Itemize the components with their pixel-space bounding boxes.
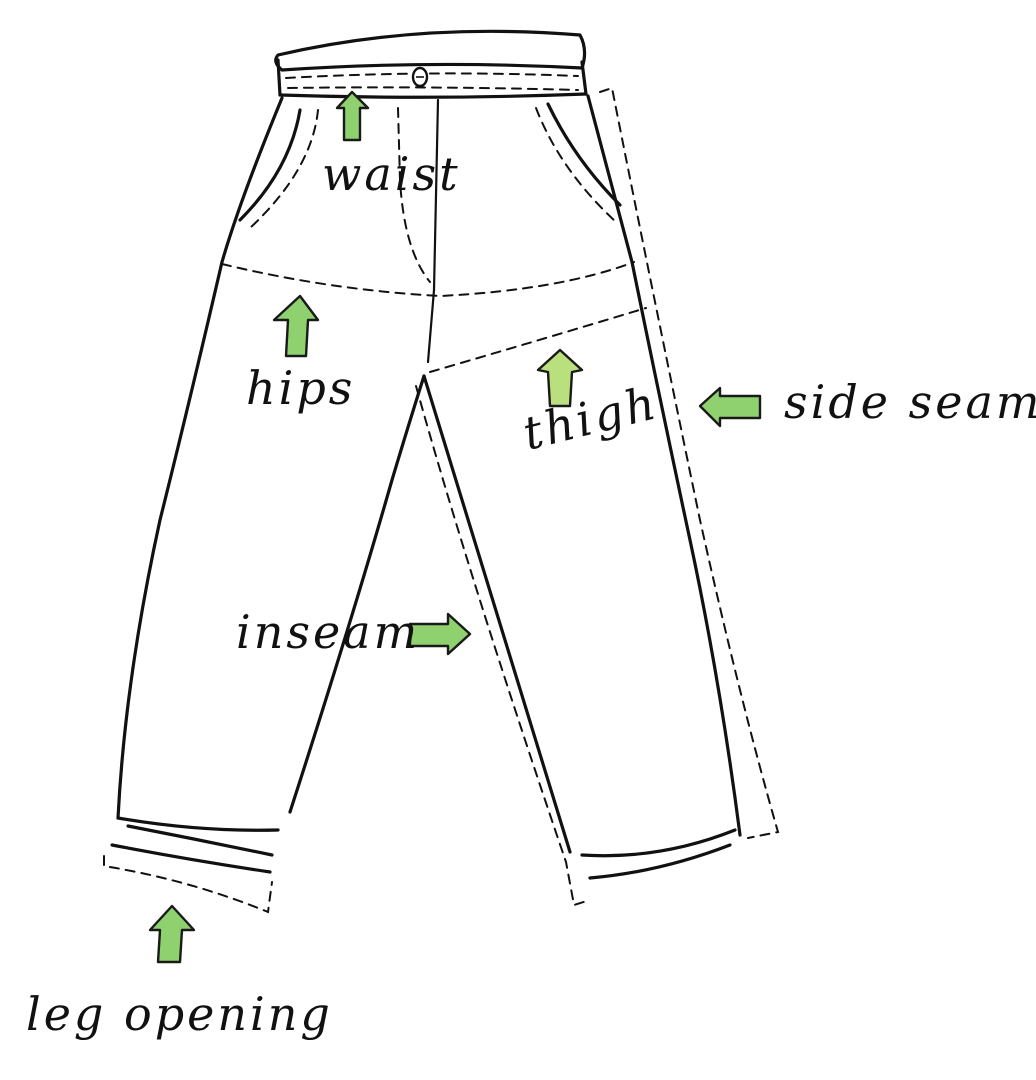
arrow-up-icon <box>148 904 196 964</box>
waistband <box>274 29 588 99</box>
arrow-left-icon <box>698 386 762 428</box>
waist-label: waist <box>322 147 461 201</box>
waist-button <box>411 66 429 88</box>
measurement-guides <box>103 86 780 914</box>
inseam-label: inseam <box>236 605 420 659</box>
leg-opening-label: leg opening <box>26 987 333 1041</box>
side-seam-label: side seam <box>784 375 1036 429</box>
hips-label: hips <box>246 361 355 415</box>
arrow-right-icon <box>408 612 472 656</box>
arrow-up-icon <box>335 90 370 142</box>
arrow-up-icon <box>272 294 320 358</box>
arrow-up-icon <box>536 348 584 408</box>
trouser-outline <box>110 94 742 880</box>
thigh-label: thigh <box>518 375 664 461</box>
